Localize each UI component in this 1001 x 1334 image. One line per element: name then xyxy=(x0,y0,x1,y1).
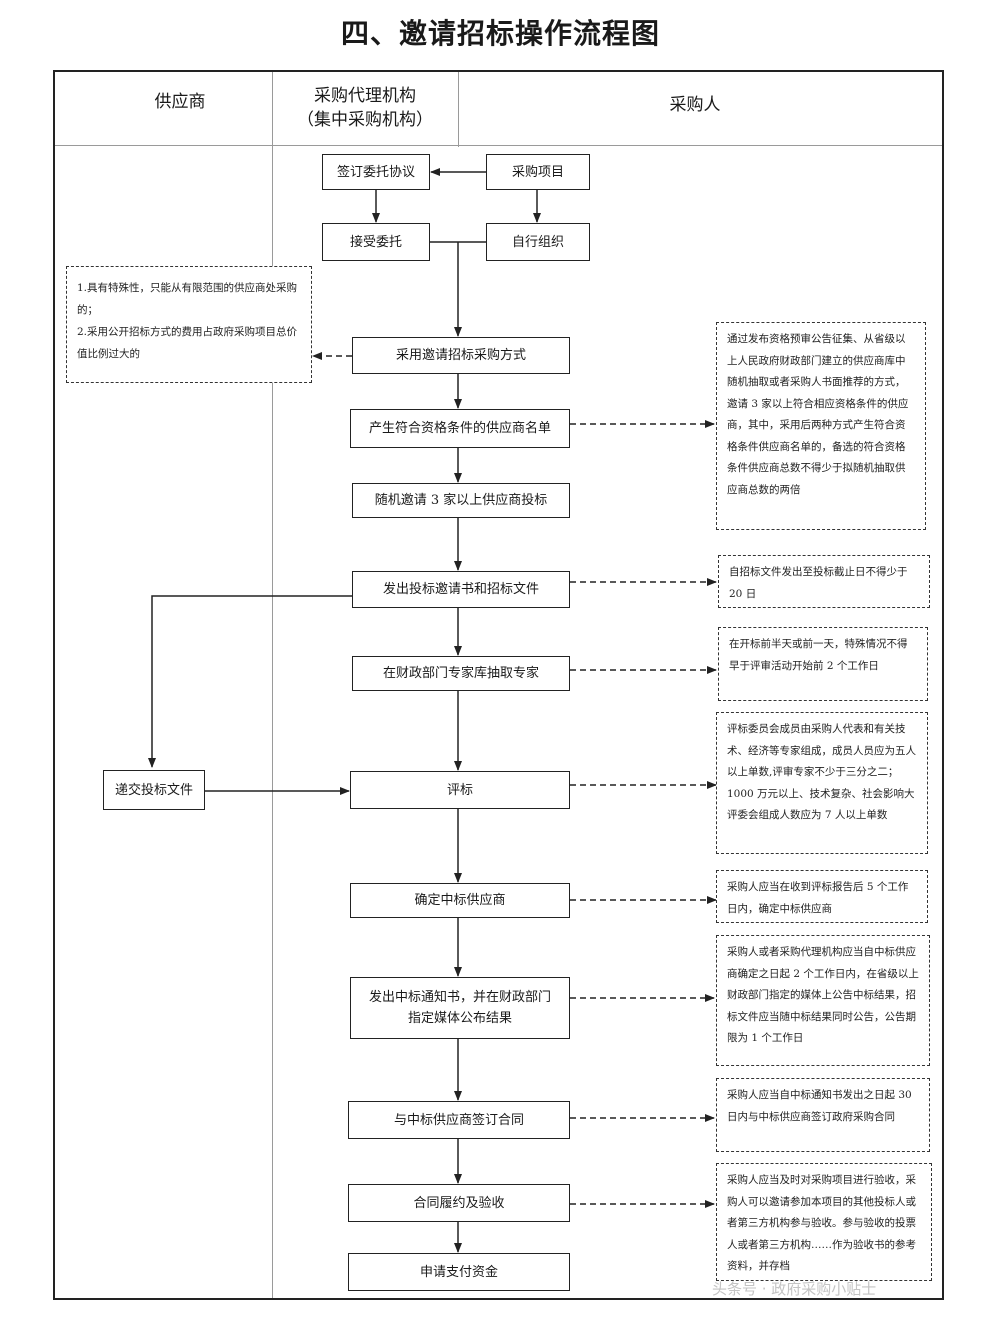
step-submit-bid: 递交投标文件 xyxy=(103,770,205,810)
step-sign-contract-label: 与中标供应商签订合同 xyxy=(393,1112,524,1128)
step-evaluate-label: 评标 xyxy=(446,782,473,798)
step-evaluate: 评标 xyxy=(350,771,570,809)
lane-header-agency: 采购代理机构 （集中采购机构） xyxy=(275,84,455,132)
step-self-organize-label: 自行组织 xyxy=(511,234,564,250)
lane-purchaser-label: 采购人 xyxy=(669,95,721,115)
step-adopt-method-label: 采用邀请招标采购方式 xyxy=(395,348,526,363)
step-draw-experts-label: 在财政部门专家库抽取专家 xyxy=(382,666,539,681)
step-sign-agreement-label: 签订委托协议 xyxy=(336,164,415,180)
note-list-source: 通过发布资格预审公告征集、从省级以上人民政府财政部门建立的供应商库中随机抽取或者… xyxy=(716,322,926,530)
step-accept-entrust: 接受委托 xyxy=(322,223,430,261)
step-determine-winner-label: 确定中标供应商 xyxy=(414,893,506,908)
lane-header-purchaser: 采购人 xyxy=(610,93,780,117)
step-produce-list-label: 产生符合资格条件的供应商名单 xyxy=(368,421,551,436)
lane-supplier-label: 供应商 xyxy=(154,92,206,112)
header-rule xyxy=(55,145,942,146)
step-draw-experts: 在财政部门专家库抽取专家 xyxy=(352,656,570,691)
step-purchase-project: 采购项目 xyxy=(486,154,590,190)
diagram-frame xyxy=(53,70,944,1300)
note-contract-timing: 采购人应当自中标通知书发出之日起 30 日内与中标供应商签订政府采购合同 xyxy=(716,1078,930,1152)
step-purchase-project-label: 采购项目 xyxy=(511,164,564,180)
note-winner-timing: 采购人应当在收到评标报告后 5 个工作日内，确定中标供应商 xyxy=(716,870,928,923)
step-notify-winner-line2: 指定媒体公布结果 xyxy=(407,1011,512,1026)
step-invite-bidders-label: 随机邀请 3 家以上供应商投标 xyxy=(374,493,548,508)
watermark: 头条号 · 政府采购小贴士 xyxy=(712,1280,877,1298)
step-apply-payment-label: 申请支付资金 xyxy=(419,1264,498,1280)
step-notify-winner: 发出中标通知书，并在财政部门 指定媒体公布结果 xyxy=(350,977,570,1039)
note-committee: 评标委员会成员由采购人代表和有关技术、经济等专家组成，成员人员应为五人以上单数,… xyxy=(716,712,928,854)
lane-divider-2 xyxy=(458,72,459,147)
step-produce-list: 产生符合资格条件的供应商名单 xyxy=(350,409,570,448)
step-sign-contract: 与中标供应商签订合同 xyxy=(348,1101,570,1139)
step-notify-winner-line1: 发出中标通知书，并在财政部门 xyxy=(368,990,551,1005)
note-bid-period: 自招标文件发出至投标截止日不得少于 20 日 xyxy=(718,555,930,608)
step-accept-entrust-label: 接受委托 xyxy=(349,234,402,250)
note-announce: 采购人或者采购代理机构应当自中标供应商确定之日起 2 个工作日内，在省级以上财政… xyxy=(716,935,930,1066)
note-expert-timing: 在开标前半天或前一天，特殊情况不得早于评审活动开始前 2 个工作日 xyxy=(718,627,928,701)
step-submit-bid-label: 递交投标文件 xyxy=(114,782,193,798)
lane-header-supplier: 供应商 xyxy=(100,90,260,114)
lane-agency-line2: （集中采购机构） xyxy=(297,110,433,130)
step-perform-accept: 合同履约及验收 xyxy=(348,1184,570,1222)
step-adopt-method: 采用邀请招标采购方式 xyxy=(352,337,570,374)
page-title: 四、邀请招标操作流程图 xyxy=(340,17,660,50)
note-acceptance: 采购人应当及时对采购项目进行验收，采购人可以邀请参加本项目的其他投标人或者第三方… xyxy=(716,1163,932,1281)
lane-agency-line1: 采购代理机构 xyxy=(314,86,416,106)
step-invite-bidders: 随机邀请 3 家以上供应商投标 xyxy=(352,483,570,518)
step-sign-agreement: 签订委托协议 xyxy=(322,154,430,190)
step-self-organize: 自行组织 xyxy=(486,223,590,261)
note-applicable-conditions: 1.具有特殊性，只能从有限范围的供应商处采购的； 2.采用公开招标方式的费用占政… xyxy=(66,266,312,383)
lane-divider-1 xyxy=(272,72,273,1298)
step-issue-docs-label: 发出投标邀请书和招标文件 xyxy=(382,582,539,597)
step-issue-docs: 发出投标邀请书和招标文件 xyxy=(352,571,570,608)
step-perform-accept-label: 合同履约及验收 xyxy=(413,1195,505,1211)
step-determine-winner: 确定中标供应商 xyxy=(350,883,570,918)
step-apply-payment: 申请支付资金 xyxy=(348,1253,570,1291)
